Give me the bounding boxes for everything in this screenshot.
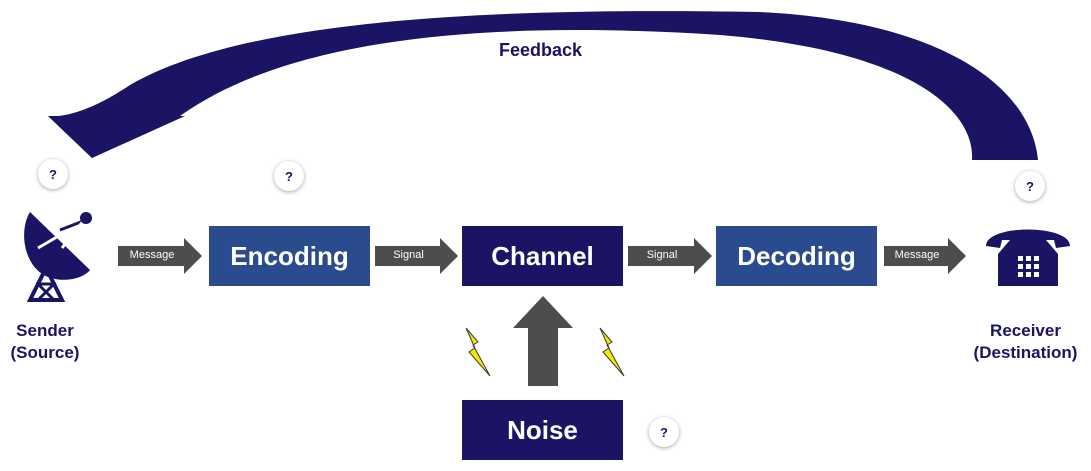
channel-box: Channel	[462, 226, 623, 286]
sender-label-line1: Sender	[16, 321, 74, 340]
channel-label: Channel	[491, 240, 594, 271]
noise-box: Noise	[462, 400, 623, 460]
help-button-sender[interactable]: ?	[38, 159, 68, 189]
arrow-label-signal-1: Signal	[393, 249, 424, 261]
feedback-label: Feedback	[499, 40, 583, 60]
help-button-encoding[interactable]: ?	[274, 161, 304, 191]
encoding-box: Encoding	[209, 226, 370, 286]
noise-label: Noise	[507, 414, 578, 445]
arrow-signal-2	[628, 238, 712, 274]
receiver-label-line1: Receiver	[990, 321, 1061, 340]
arrow-noise-up	[513, 296, 573, 386]
sender-label: Sender (Source)	[0, 320, 90, 364]
lightning-bolt-icon-left	[465, 327, 491, 377]
help-button-receiver[interactable]: ?	[1015, 171, 1045, 201]
arrow-message-out	[884, 238, 966, 274]
arrow-signal-1	[375, 238, 458, 274]
decoding-box: Decoding	[716, 226, 877, 286]
telephone-icon	[986, 229, 1070, 286]
encoding-label: Encoding	[230, 240, 349, 271]
help-button-noise[interactable]: ?	[649, 417, 679, 447]
receiver-label-line2: (Destination)	[973, 343, 1078, 362]
arrow-label-message-out: Message	[894, 249, 940, 261]
lightning-bolt-icon-right	[599, 327, 625, 377]
arrow-message-in	[118, 238, 202, 274]
decoding-label: Decoding	[737, 240, 856, 271]
arrow-label-message-in: Message	[129, 249, 175, 261]
sender-label-line2: (Source)	[10, 343, 80, 362]
satellite-dish-icon	[24, 212, 92, 302]
receiver-label: Receiver (Destination)	[960, 320, 1091, 364]
arrow-label-signal-2: Signal	[646, 249, 678, 261]
